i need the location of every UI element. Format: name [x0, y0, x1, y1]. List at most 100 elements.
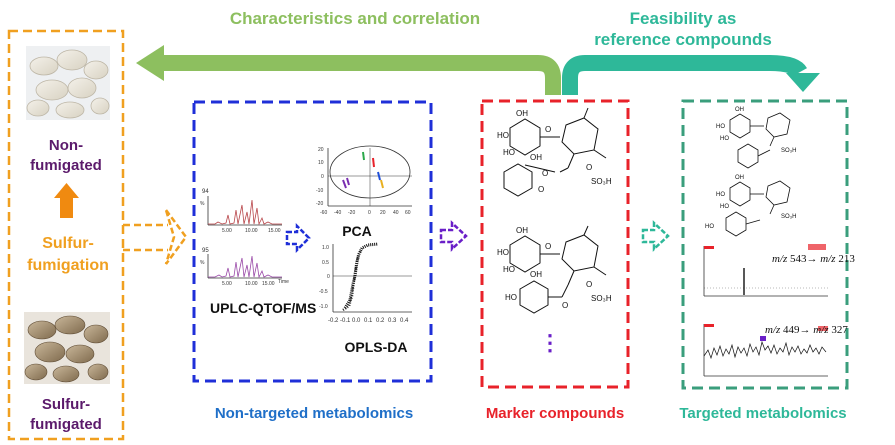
feasibility-label-line2: reference compounds: [594, 30, 772, 49]
pca-plot: 20 10 0 -10 -20 -60 -40 -20 0 20 40 60: [316, 145, 412, 216]
svg-text:%: %: [200, 260, 205, 266]
uplc-label: UPLC-QTOF/MS: [210, 300, 316, 316]
svg-text:O: O: [542, 169, 548, 178]
svg-text:10: 10: [318, 160, 324, 166]
svg-text:20: 20: [318, 147, 324, 153]
svg-text:-1.0: -1.0: [319, 304, 328, 310]
svg-text:OH: OH: [735, 107, 744, 113]
feasibility-arrow: [562, 55, 820, 95]
mrm-chromatogram-1: [703, 244, 828, 297]
svg-text:O: O: [545, 242, 551, 251]
svg-text:95: 95: [202, 248, 209, 254]
marker-structure-2: [509, 225, 607, 314]
targeted-structure-1: [729, 112, 791, 169]
svg-text:-0.2: -0.2: [328, 318, 339, 324]
svg-text:0.0: 0.0: [352, 318, 361, 324]
pca-points: [342, 151, 384, 189]
metabolomics-caption: Non-targeted metabolomics: [215, 405, 413, 422]
svg-text:-0.1: -0.1: [340, 318, 351, 324]
svg-text:0: 0: [321, 174, 324, 180]
marker-structure-1: [503, 107, 607, 197]
svg-text:0.3: 0.3: [388, 318, 397, 324]
mrm-transition-1: m/z 543→ m/z 213: [772, 253, 855, 265]
svg-text:Time: Time: [278, 279, 289, 285]
svg-text:O: O: [545, 125, 551, 134]
sulfur-fumigation-label-line1: Sulfur-: [42, 235, 94, 252]
svg-text:%: %: [200, 201, 205, 207]
svg-text:-10: -10: [316, 188, 323, 194]
svg-text:15.00: 15.00: [262, 281, 275, 287]
sulfur-fumigation-label-line2: fumigation: [27, 257, 109, 274]
svg-text:HO: HO: [497, 131, 509, 140]
svg-text:HO: HO: [716, 192, 725, 198]
mrm-chromatogram-2: [703, 324, 828, 377]
svg-text:10.00: 10.00: [245, 281, 258, 287]
svg-text:20: 20: [380, 210, 386, 216]
svg-text:0.5: 0.5: [322, 260, 329, 266]
targeted-box: [681, 99, 849, 390]
svg-text:15.00: 15.00: [268, 228, 281, 234]
non-fumigated-label-line1: Non-: [49, 137, 83, 154]
svg-text:1.0: 1.0: [322, 245, 329, 251]
svg-text:-20: -20: [316, 201, 323, 207]
svg-text:-20: -20: [348, 210, 355, 216]
svg-text:-0.5: -0.5: [319, 289, 328, 295]
more-compounds-icon: ⋮: [539, 330, 561, 355]
svg-text:HO: HO: [505, 293, 517, 302]
sulfur-fumigated-herb-photo: [24, 312, 110, 384]
svg-text:40: 40: [393, 210, 399, 216]
svg-text:O: O: [586, 280, 592, 289]
to-targeted-arrow-icon: [641, 220, 670, 252]
svg-text:OH: OH: [516, 226, 528, 235]
to-marker-arrow-icon: [439, 220, 468, 252]
svg-text:OH: OH: [516, 109, 528, 118]
sulfur-fumigated-label-line1: Sulfur-: [42, 396, 90, 413]
svg-text:10.00: 10.00: [245, 228, 258, 234]
svg-text:O: O: [538, 185, 544, 194]
svg-text:5.00: 5.00: [222, 281, 232, 287]
svg-text:0: 0: [368, 210, 371, 216]
sulfur-fumigated-label-line2: fumigated: [30, 416, 102, 433]
svg-text:HO: HO: [503, 148, 515, 157]
characteristics-label: Characteristics and correlation: [230, 9, 480, 28]
svg-text:SO₃H: SO₃H: [591, 177, 612, 186]
svg-text:HO: HO: [497, 248, 509, 257]
svg-text:OH: OH: [530, 270, 542, 279]
svg-text:OH: OH: [735, 175, 744, 181]
marker-box: [480, 99, 630, 389]
svg-text:0: 0: [327, 274, 330, 280]
svg-text:HO: HO: [720, 136, 729, 142]
marker-caption: Marker compounds: [486, 405, 624, 422]
svg-text:5.00: 5.00: [222, 228, 232, 234]
svg-text:HO: HO: [503, 265, 515, 274]
svg-text:SO₃H: SO₃H: [781, 214, 796, 220]
pca-label: PCA: [342, 223, 372, 239]
sample-connector: [123, 209, 188, 265]
svg-text:O: O: [562, 301, 568, 310]
characteristics-arrow: [136, 45, 561, 95]
svg-text:94: 94: [202, 189, 209, 195]
svg-text:0.2: 0.2: [376, 318, 385, 324]
non-fumigated-label-line2: fumigated: [30, 157, 102, 174]
svg-text:HO: HO: [720, 204, 729, 210]
svg-text:HO: HO: [705, 224, 714, 230]
svg-text:0.1: 0.1: [364, 318, 373, 324]
svg-text:-60: -60: [320, 210, 327, 216]
svg-text:60: 60: [405, 210, 411, 216]
chromatogram-top: 94 % 5.00 10.00 15.00: [200, 189, 282, 234]
oplsda-plot: 1.0 0.5 0 -0.5 -1.0 -0.2 -0.1 0.0 0.1 0.…: [319, 242, 412, 324]
sample-box: [7, 29, 125, 441]
feasibility-label-line1: Feasibility as: [630, 9, 737, 28]
targeted-structure-2: [725, 180, 791, 237]
chromatogram-bottom: 95 % 5.00 10.00 15.00 Time: [200, 248, 289, 287]
mrm-transition-2: m/z 449→ m/z 327: [765, 324, 848, 336]
metabolomics-box: [192, 100, 433, 383]
svg-text:-40: -40: [334, 210, 341, 216]
oplsda-label: OPLS-DA: [345, 339, 408, 355]
panel-arrow-icon: [285, 222, 311, 254]
non-fumigated-herb-photo: [26, 46, 110, 120]
svg-text:SO₃H: SO₃H: [781, 148, 796, 154]
svg-text:OH: OH: [530, 153, 542, 162]
svg-text:SO₃H: SO₃H: [591, 294, 612, 303]
